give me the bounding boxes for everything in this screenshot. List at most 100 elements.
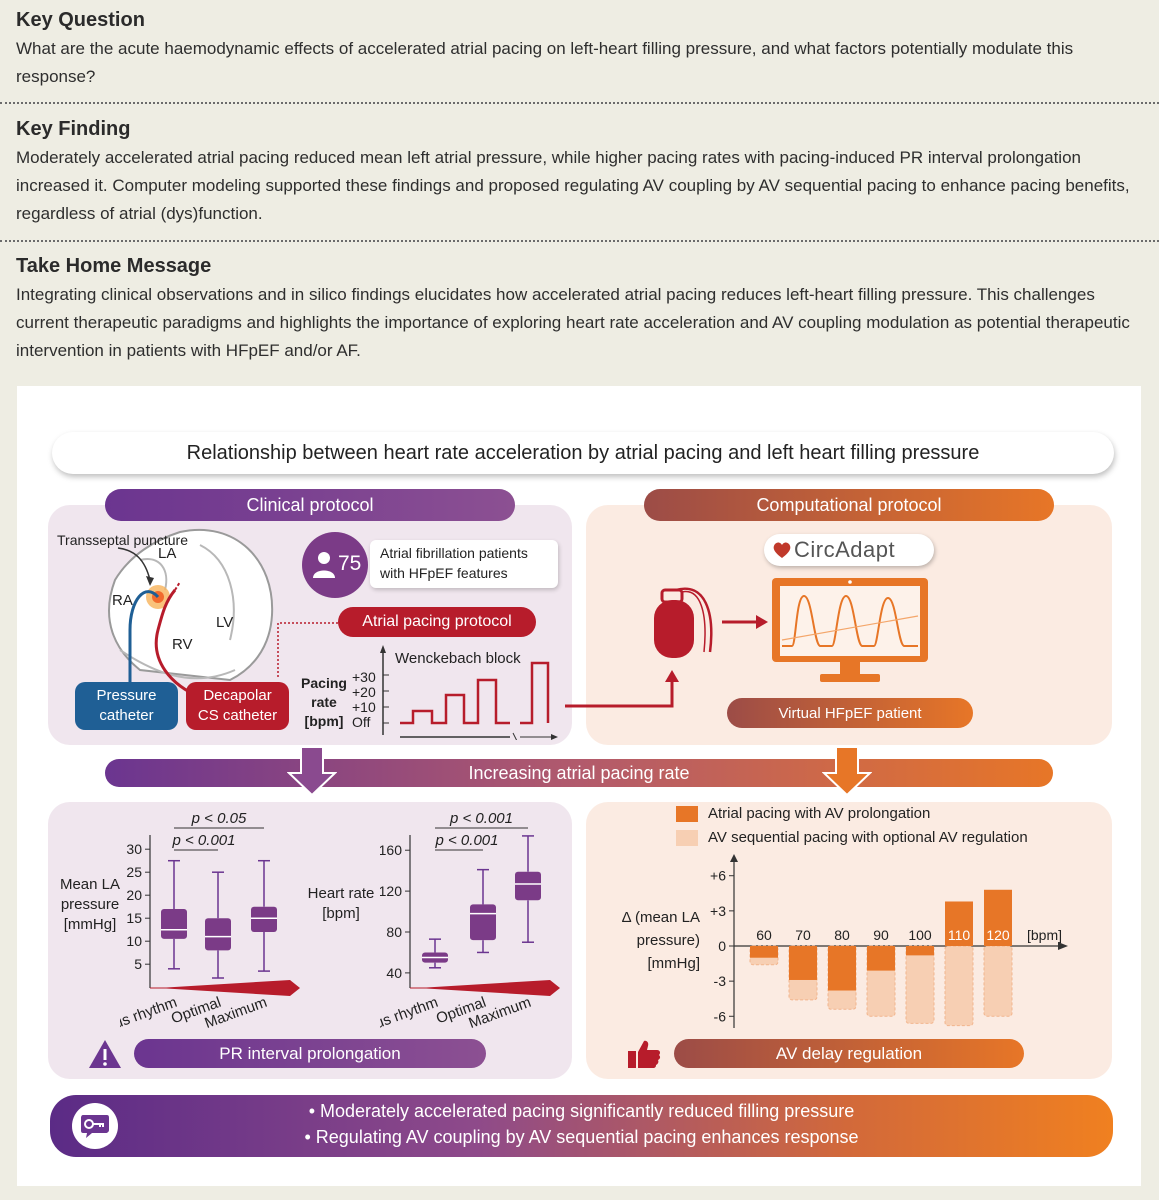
take-home-title: Take Home Message [16, 255, 212, 277]
y-axis-arrow [730, 854, 738, 862]
bar-av-prolongation [828, 946, 856, 991]
y-tick-label: 10 [126, 933, 142, 949]
decapolar-catheter-box: Decapolar CS catheter [186, 682, 289, 730]
la-label: LA [158, 545, 177, 562]
warning-icon [89, 1040, 121, 1068]
y-tick-label: 25 [126, 864, 142, 880]
divider [0, 240, 1159, 242]
bar-av-sequential [983, 945, 1013, 1017]
pacing-rate-ylabel: Pacing rate [bpm] [296, 674, 352, 731]
thumbs-up-icon [628, 1040, 661, 1068]
y-tick-label: 80 [386, 924, 402, 940]
patients-circle: 75 [302, 532, 368, 598]
take-home-section: Take Home Message Integrating clinical o… [16, 255, 1143, 365]
p-value-label: p < 0.001 [172, 832, 236, 849]
x-axis-arrow [158, 980, 300, 996]
bar-av-sequential [905, 945, 935, 1024]
category-label: Sinus rhythm [380, 994, 440, 1040]
patient-desc-line1: Atrial fibrillation patients [380, 545, 528, 561]
p-value-label: p < 0.001 [435, 832, 499, 849]
category-label: 120 [986, 927, 1010, 943]
bar-av-prolongation [906, 946, 934, 956]
x-unit-label: [bpm] [1027, 927, 1062, 943]
category-label: 90 [873, 927, 889, 943]
atrial-pacing-protocol-label: Atrial pacing protocol [338, 607, 536, 637]
category-label: 110 [948, 927, 971, 943]
pacing-tick: Off [352, 714, 371, 730]
monitor-icon [772, 578, 928, 682]
virtual-patient-label: Virtual HFpEF patient [727, 698, 973, 728]
bar-av-prolongation [945, 901, 973, 946]
y-tick-label: -3 [714, 973, 727, 989]
legend-swatch-av-sequential [676, 830, 698, 846]
y-tick-label: 15 [126, 910, 142, 926]
down-arrow-left [287, 746, 337, 797]
av-delay-regulation-label: AV delay regulation [674, 1039, 1024, 1068]
category-label: 60 [756, 927, 772, 943]
key-question-section: Key Question What are the acute haemodyn… [16, 9, 1143, 91]
y-tick-label: +6 [710, 868, 726, 884]
y-tick-label: +3 [710, 903, 726, 919]
key-finding-title: Key Finding [16, 118, 131, 140]
category-label: 100 [908, 927, 932, 943]
pacing-tick: +10 [352, 699, 376, 715]
key-finding-body: Moderately accelerated atrial pacing red… [16, 148, 1130, 223]
pacing-ylabel-3: [bpm] [304, 713, 344, 729]
key-message-2: • Regulating AV coupling by AV sequentia… [304, 1127, 859, 1147]
take-home-body: Integrating clinical observations and in… [16, 285, 1130, 360]
p-value-label: p < 0.05 [191, 810, 247, 827]
pacing-tick: +20 [352, 684, 376, 700]
person-icon [313, 552, 335, 578]
bar-av-prolongation [789, 946, 817, 980]
down-arrow-right [822, 746, 872, 797]
key-question-body: What are the acute haemodynamic effects … [16, 39, 1074, 86]
key-question-title: Key Question [16, 9, 145, 31]
pacemaker-icon [654, 587, 713, 658]
pacing-ylabel-2: rate [311, 694, 337, 710]
patient-desc-line2: with HFpEF features [380, 565, 508, 581]
pr-prolongation-label: PR interval prolongation [134, 1039, 486, 1068]
x-axis-arrow [418, 980, 560, 996]
key-icon-circle [72, 1103, 118, 1149]
circadapt-text: CircAdapt [794, 537, 896, 562]
box [470, 904, 496, 941]
ra-label: RA [112, 592, 133, 609]
key-finding-section: Key Finding Moderately accelerated atria… [16, 118, 1143, 228]
p-value-label: p < 0.001 [449, 810, 513, 827]
delta-pressure-ylabel: Δ (mean LA pressure) [mmHg] [621, 909, 700, 972]
legend-swatch-av-prolongation [676, 806, 698, 822]
pacing-tick: +30 [352, 669, 376, 685]
pacing-step-chart [380, 645, 558, 740]
x-axis-arrow [1058, 942, 1068, 950]
category-label: 70 [795, 927, 811, 943]
bar-av-prolongation [984, 889, 1012, 946]
y-tick-label: 5 [134, 956, 142, 972]
bar-av-prolongation [750, 946, 778, 958]
y-tick-label: 0 [718, 938, 726, 954]
y-tick-label: 20 [126, 887, 142, 903]
pacing-ylabel-1: Pacing [301, 675, 347, 691]
pacing-ticks: +30 +20 +10 Off [352, 670, 376, 730]
arrow-right [722, 615, 768, 629]
la-pressure-ylabel: Mean LA pressure [mmHg] [59, 876, 121, 933]
divider [0, 102, 1159, 104]
legend-label-av-sequential: AV sequential pacing with optional AV re… [708, 829, 1028, 846]
figure-title: Relationship between heart rate accelera… [52, 432, 1114, 474]
key-message-1: • Moderately accelerated pacing signific… [308, 1101, 855, 1121]
transseptal-label: Transseptal puncture [57, 532, 188, 548]
connector-dotted [277, 622, 338, 678]
clinical-protocol-label: Clinical protocol [105, 489, 515, 521]
flow-arrow [565, 670, 679, 708]
box [515, 871, 541, 901]
pressure-catheter-box: Pressure catheter [75, 682, 178, 730]
circadapt-logo: CircAdapt [764, 534, 934, 566]
y-tick-label: -6 [714, 1008, 727, 1024]
heart-rate-ylabel: Heart rate [bpm] [307, 885, 375, 922]
clinical-results-box [48, 802, 572, 1079]
y-tick-label: 40 [386, 965, 402, 981]
rv-label: RV [172, 636, 193, 653]
box [161, 909, 187, 939]
